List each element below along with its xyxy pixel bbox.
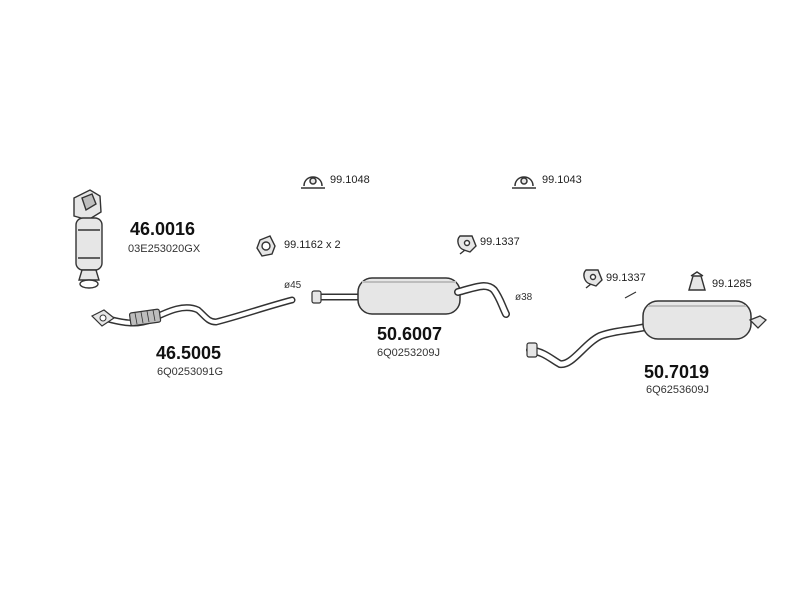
front-pipe-part-number: 46.5005 xyxy=(156,343,222,363)
catalyst-oe-number: 03E253020GX xyxy=(128,243,201,255)
clamp-2-part-number: 99.1043 xyxy=(542,174,582,186)
rear-silencer-drawing xyxy=(526,291,768,368)
middle-silencer-part-number: 50.6007 xyxy=(377,324,443,344)
clamp-1-drawing xyxy=(301,176,325,189)
hanger-1-part-number: 99.1337 xyxy=(480,236,520,248)
gasket-drawing xyxy=(256,235,276,257)
clamp-2-drawing xyxy=(512,176,536,189)
hanger-2-drawing xyxy=(583,269,603,289)
rubber-mount-drawing xyxy=(688,271,706,291)
rear-silencer-part-number: 50.7019 xyxy=(644,362,710,382)
front-pipe-oe-number: 6Q0253091G xyxy=(157,366,224,378)
rear-silencer-oe-number: 6Q6253609J xyxy=(646,384,709,396)
clamp-1-part-number: 99.1048 xyxy=(330,174,370,186)
middle-silencer-drawing xyxy=(311,277,510,318)
middle-silencer-oe-number: 6Q0253209J xyxy=(377,347,440,359)
rubber-mount-part-number: 99.1285 xyxy=(712,278,752,290)
catalyst-part-number: 46.0016 xyxy=(130,219,196,239)
middle-silencer-diameter: ø38 xyxy=(515,292,533,303)
front-pipe-diameter: ø45 xyxy=(284,280,302,291)
front-pipe-drawing xyxy=(90,296,296,327)
hanger-2-part-number: 99.1337 xyxy=(606,272,646,284)
catalyst-drawing xyxy=(73,189,103,289)
gasket-part-number: 99.1162 x 2 xyxy=(284,239,341,251)
hanger-1-drawing xyxy=(457,235,477,255)
